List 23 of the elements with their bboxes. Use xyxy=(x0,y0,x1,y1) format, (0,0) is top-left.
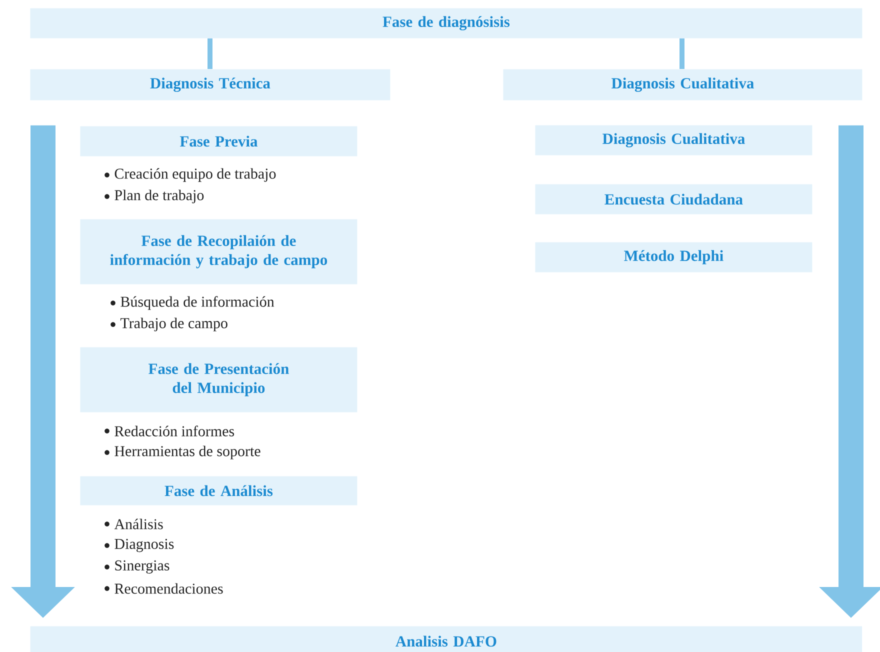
phase-box: Fase de Recopilaión de información y trabajo de campo xyxy=(80,219,358,284)
list-item: Diagnosis xyxy=(104,538,174,552)
connector-line xyxy=(680,38,684,69)
phase-box: Fase de Presentación del Municipio xyxy=(80,347,358,412)
list-item: Redacción informes xyxy=(104,426,234,436)
phase-box: Analisis DAFO xyxy=(30,626,862,652)
list-item: Herramientas de soporte xyxy=(104,446,260,460)
phase-box: Diagnosis Cualitativa xyxy=(503,69,862,100)
connector-line xyxy=(208,38,212,69)
list-item: Creación equipo de trabajo xyxy=(104,168,276,182)
phase-box: Método Delphi xyxy=(535,242,812,272)
list-item: Sinergias xyxy=(104,560,170,574)
phase-box: Diagnosis Técnica xyxy=(30,69,390,100)
phase-box: Encuesta Ciudadana xyxy=(535,184,812,214)
list-item: Recomendaciones xyxy=(104,583,223,594)
phase-box: Fase de diagnósisis xyxy=(30,8,862,38)
list-item: Plan de trabajo xyxy=(104,190,204,204)
phase-box: Fase Previa xyxy=(80,126,358,156)
list-item: Búsqueda de información xyxy=(110,296,274,310)
list-item: Trabajo de campo xyxy=(110,318,228,332)
list-item: Análisis xyxy=(104,518,163,530)
phase-box: Diagnosis Cualitativa xyxy=(535,125,812,156)
phase-box: Fase de Análisis xyxy=(80,476,358,506)
